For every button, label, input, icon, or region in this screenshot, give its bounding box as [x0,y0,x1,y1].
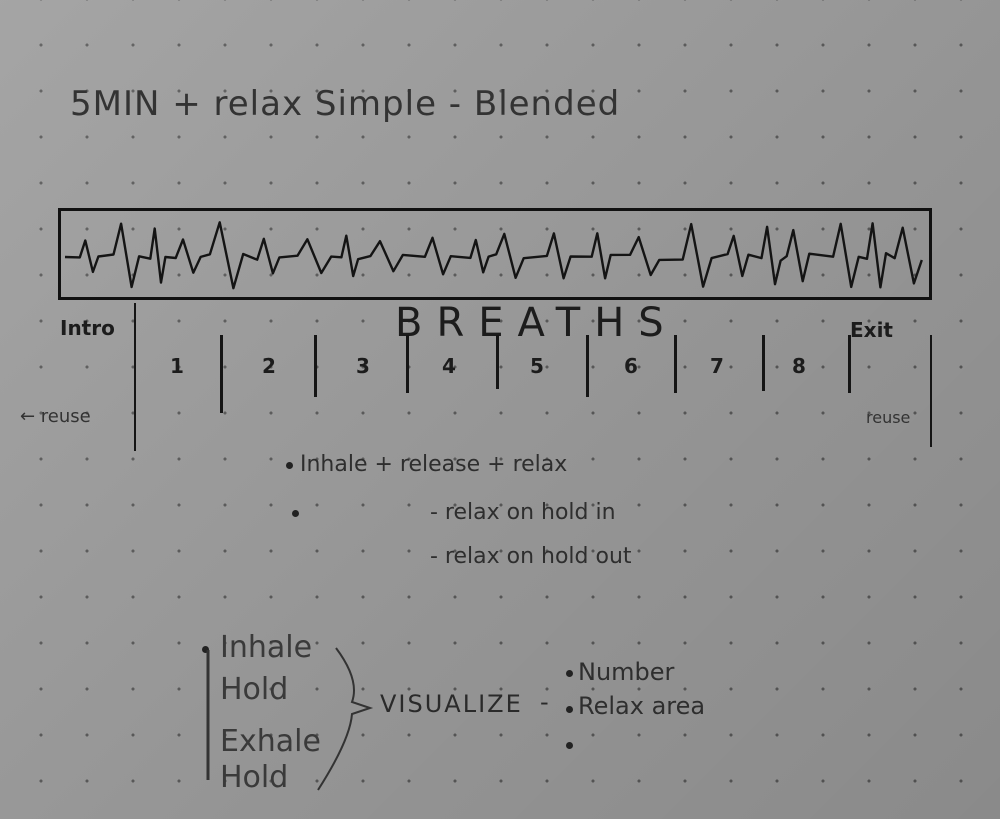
breath-divider [762,335,765,391]
intro-divider [134,303,136,451]
sketch-title: 5MIN + relax Simple - Blended [70,84,621,124]
breath-number-7: 7 [710,354,724,378]
breath-number-8: 8 [792,354,806,378]
intro-label: Intro [60,316,115,340]
breath-number-2: 2 [262,354,276,378]
bullet-dot [286,462,293,469]
breaths-label: BREATHS [395,300,678,346]
phase-exhale: Exhale [220,724,321,759]
phase-hold-2: Hold [220,760,289,795]
phase-inhale: Inhale [220,630,313,665]
intro-reuse-note: ← reuse [20,406,91,427]
breath-number-3: 3 [356,354,370,378]
breath-divider [406,335,409,393]
breath-number-5: 5 [530,354,544,378]
note-line-2: - relax on hold in [430,500,616,525]
bullet-dot [566,706,573,713]
breath-divider [220,335,223,413]
exit-divider [930,335,932,447]
breath-divider [674,335,677,393]
waveform [64,221,923,290]
breath-divider [848,335,851,393]
phase-hold-1: Hold [220,672,289,707]
breath-number-4: 4 [442,354,456,378]
breath-number-6: 6 [624,354,638,378]
bullet-dot [292,510,299,517]
waveform-box [58,208,932,300]
bullet-dot [566,670,573,677]
visualize-item-relax-area: Relax area [578,692,706,720]
visualize-item-number: Number [578,658,675,686]
breath-divider [586,335,589,397]
phase-brace [206,647,374,791]
bullet-dot [566,742,573,749]
breath-divider [314,335,317,397]
visualize-dash: - [540,688,549,716]
note-line-3: - relax on hold out [430,544,632,569]
breath-divider [496,335,499,389]
exit-reuse-note: reuse [866,408,911,427]
breath-number-1: 1 [170,354,184,378]
visualize-label: VISUALIZE [380,690,523,718]
bullet-dot [202,646,209,653]
note-line-1: Inhale + release + relax [300,452,568,477]
waveform-line [64,221,923,290]
exit-label: Exit [850,318,893,342]
